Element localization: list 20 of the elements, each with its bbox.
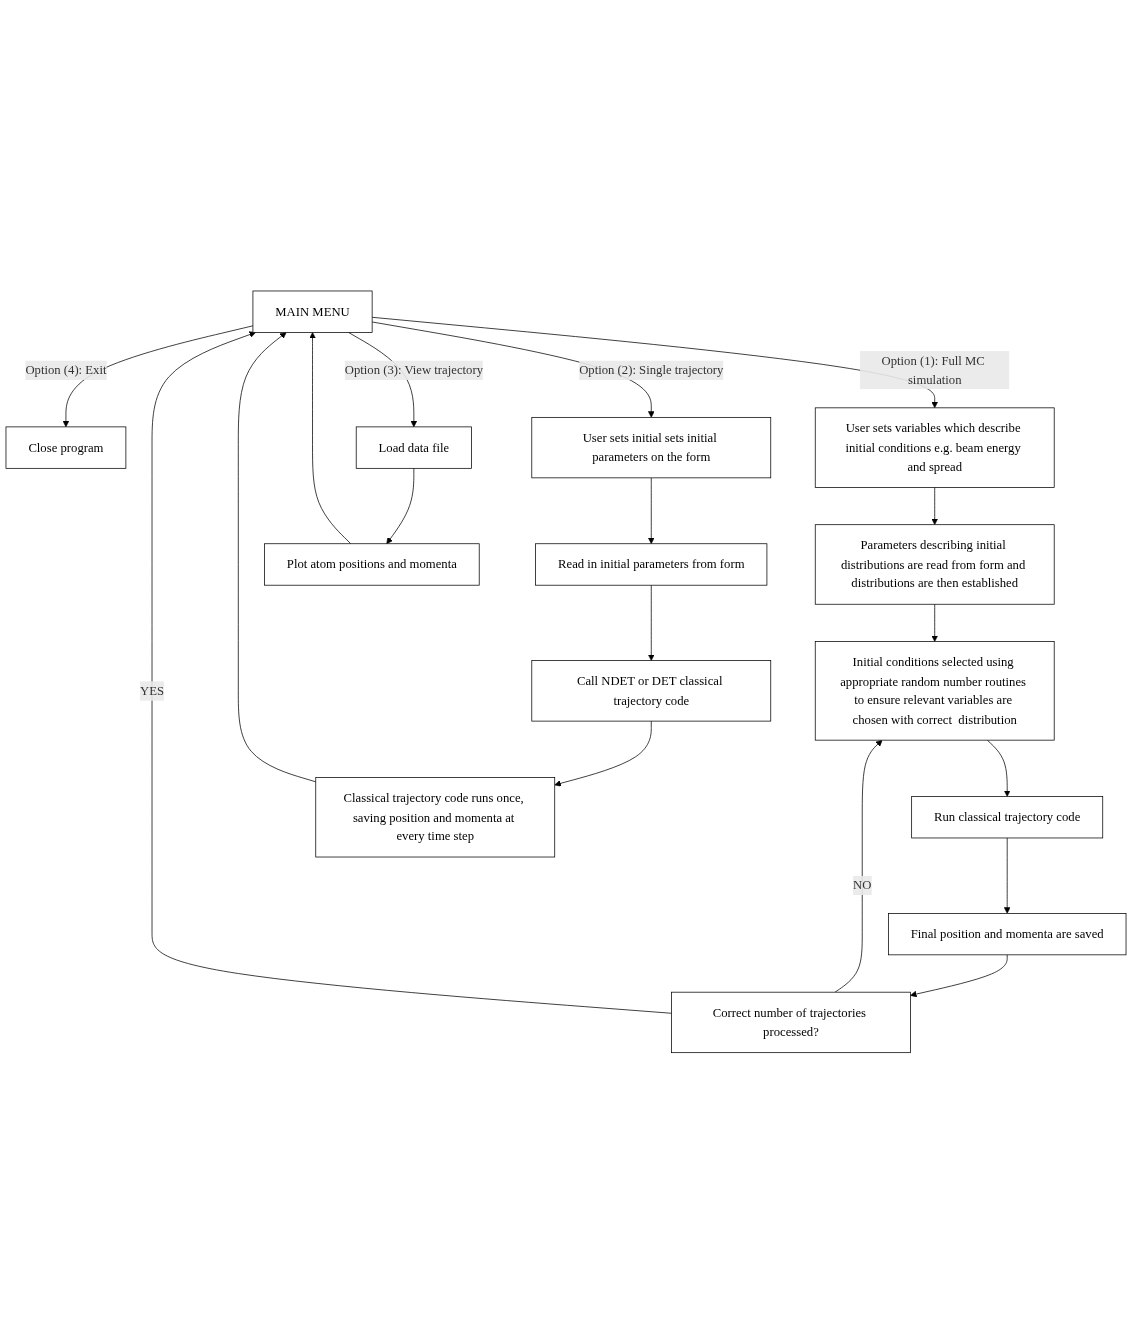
- edge-label: YES: [140, 683, 165, 698]
- node-box: Load data file: [355, 426, 472, 469]
- node-box: Parameters describing initial distributions are read from form and distributions are then established: [814, 524, 1055, 605]
- node-box: Run classical trajectory code: [911, 796, 1104, 839]
- node-box: Close program: [5, 426, 127, 469]
- node-box: Read in initial parameters from form: [535, 543, 768, 586]
- edge-label: Option (1): Full MC simulation: [881, 353, 985, 387]
- edge-label: Option (2): Single trajectory: [579, 363, 724, 378]
- edge-label: Option (4): Exit: [25, 363, 107, 378]
- node-box: MAIN MENU: [252, 290, 373, 333]
- node-box: User sets variables which describe initial conditions e.g. beam energy and spread: [814, 407, 1055, 488]
- node-box: Correct number of trajectories processed?: [671, 991, 911, 1054]
- node-box: Initial conditions selected using appropriate random number routines to ensure relevant variables are chosen with correct distribution: [814, 641, 1055, 741]
- node-box: Call NDET or DET classical trajectory code: [531, 660, 772, 722]
- edge-label: Option (3): View trajectory: [344, 363, 483, 378]
- node-box: Classical trajectory code runs once, saving position and momenta at every time step: [315, 777, 556, 858]
- node-box: Plot atom positions and momenta: [264, 543, 480, 586]
- node-box: Final position and momenta are saved: [888, 913, 1127, 956]
- edge-label: NO: [853, 878, 872, 893]
- node-box: User sets initial sets initial parameters on the form: [531, 417, 772, 479]
